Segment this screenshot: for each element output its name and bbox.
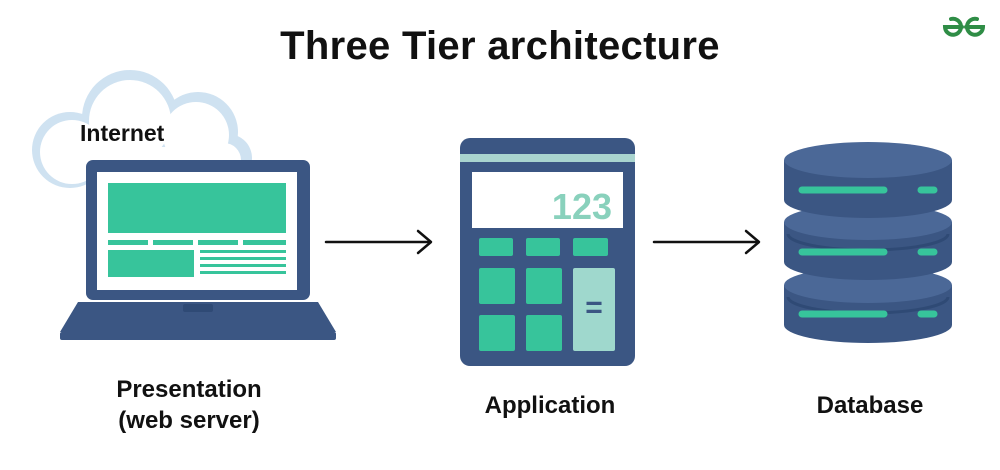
internet-label: Internet: [80, 120, 165, 146]
geeksforgeeks-logo-icon: [942, 16, 986, 37]
database-caption: Database: [816, 392, 924, 419]
application-caption: Application: [484, 392, 616, 419]
arrow-right-icon: [652, 229, 761, 255]
diagram-title: Three Tier architecture: [280, 24, 720, 68]
database-server-icon: [784, 142, 952, 343]
presentation-caption-line2: (web server): [118, 407, 260, 434]
presentation-caption: Presentation (web server): [82, 374, 296, 436]
arrow-right-icon: [324, 229, 433, 255]
laptop-icon: [60, 160, 336, 340]
calculator-display: 123: [552, 186, 612, 227]
equals-key: =: [585, 291, 603, 324]
presentation-caption-line1: Presentation: [116, 376, 262, 403]
calculator-icon: 123 =: [460, 138, 635, 366]
